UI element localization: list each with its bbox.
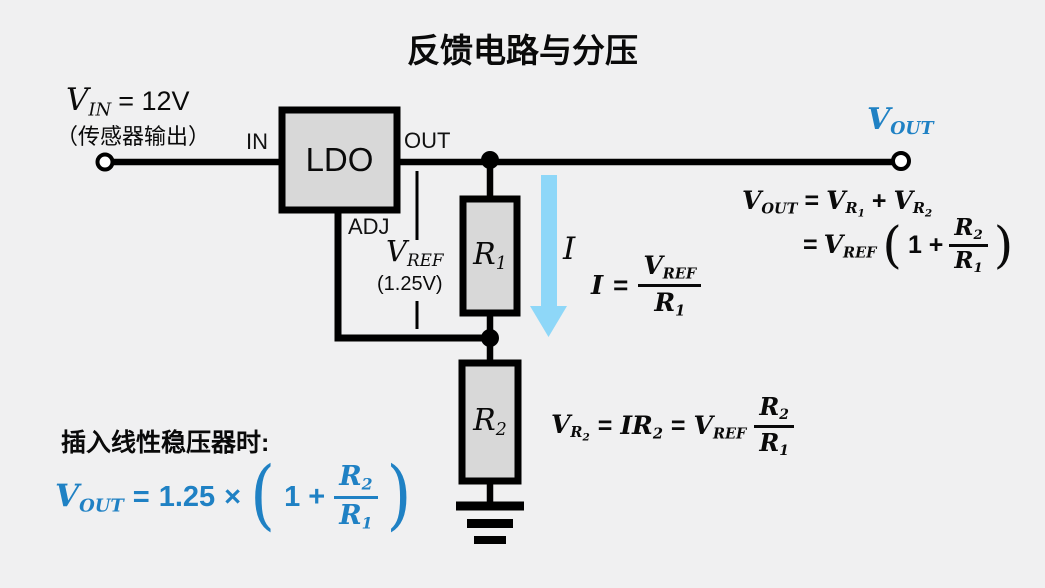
vref-label: VREF [386, 234, 444, 271]
resistor-r1-label: R1 [473, 237, 507, 275]
ldo-box [278, 106, 401, 214]
vin-label: VIN = 12V [66, 82, 190, 121]
resistor-r2-box [458, 359, 522, 485]
ldo-label: LDO [305, 141, 374, 178]
junction-dot-out [481, 151, 499, 169]
vin-note: （传感器输出） [56, 124, 211, 149]
formula-current: I = VREF R1 [591, 252, 702, 319]
ldo-pin-adj: ADJ [348, 214, 390, 239]
ldo-pin-in: IN [246, 129, 268, 154]
resistor-r2-label: R2 [473, 403, 507, 441]
formula-vout-blue: VOUT = 1.25 × ( 1 + R2 R1 ) [55, 452, 412, 540]
formula-vout-line1: VOUT = VR1 + VR2 [742, 186, 933, 220]
ground-icon [456, 501, 524, 544]
resistor-r1-box [459, 195, 521, 317]
formula-vout-line2: = VREF ( 1 + R2 R1 ) [803, 214, 1014, 277]
ldo-pin-out: OUT [404, 128, 451, 153]
insert-regulator-note: 插入线性稳压器时: [61, 429, 270, 457]
formula-vr2: VR2 = IR2 = VREF R2 R1 [551, 394, 794, 459]
adj-feedback-wire [334, 210, 486, 342]
output-terminal-icon [891, 151, 911, 171]
current-label: I [563, 231, 576, 267]
page-title: 反馈电路与分压 [407, 32, 638, 69]
vout-label: VOUT [867, 102, 934, 140]
input-terminal-icon [95, 152, 115, 172]
junction-dot-adj [481, 329, 499, 347]
current-arrow-icon [530, 175, 567, 337]
vref-value: (1.25V) [377, 273, 443, 295]
